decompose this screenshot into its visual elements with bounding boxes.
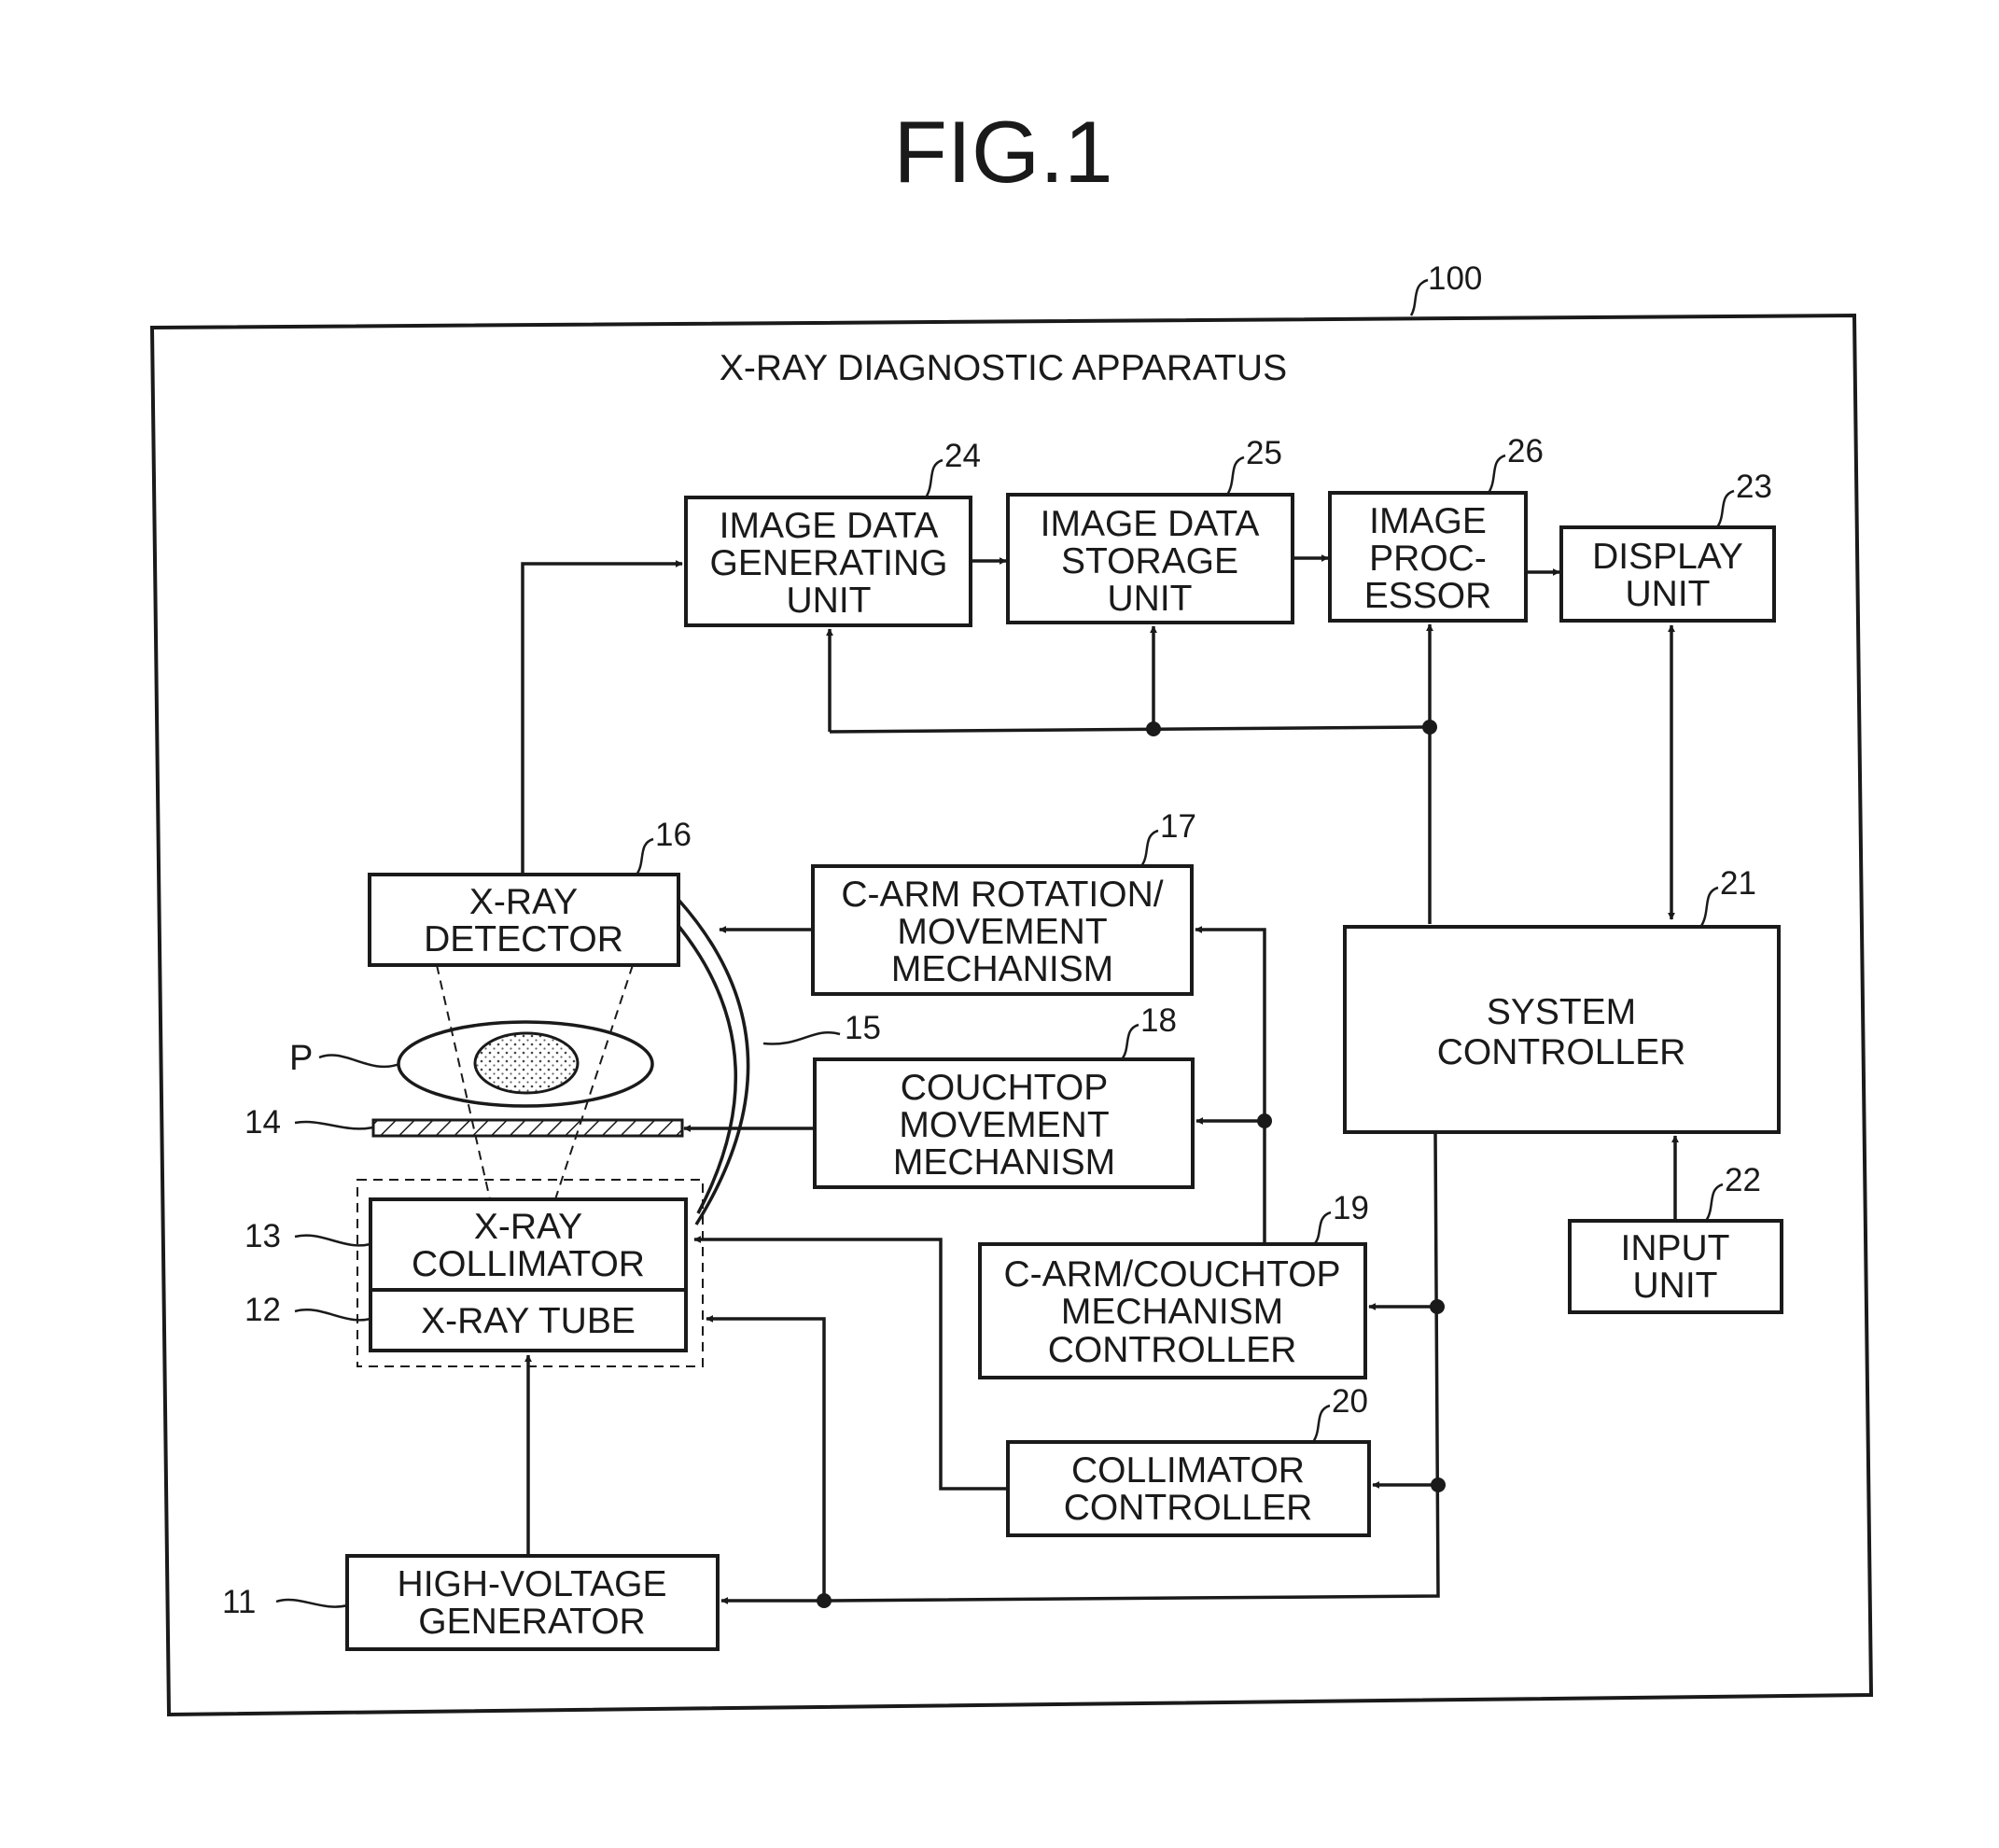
ref-label-16: 16 (655, 817, 692, 853)
patient-label: P (289, 1039, 313, 1078)
collimator-controller-line-2: CONTROLLER (1064, 1488, 1313, 1528)
leader-line-24 (926, 460, 943, 497)
input-unit-line-1: INPUT (1621, 1228, 1730, 1268)
high-voltage-generator-line-2: GENERATOR (418, 1602, 645, 1642)
ref-label-11: 11 (222, 1584, 256, 1620)
ref-label-13: 13 (245, 1218, 281, 1254)
leader-line-14 (295, 1122, 373, 1128)
junction-dot-mechanism-controller (1430, 1299, 1445, 1314)
ref-label-19: 19 (1333, 1190, 1369, 1226)
xray-collimator-line-2: COLLIMATOR (412, 1244, 645, 1284)
xray-detector-line-2: DETECTOR (424, 919, 623, 959)
system-controller-block: SYSTEM CONTROLLER 21 (1345, 865, 1779, 1132)
couchtop (373, 1120, 682, 1136)
leader-line-11 (276, 1600, 347, 1607)
xray-detector-line-1: X-RAY (469, 882, 578, 922)
ref-label-12: 12 (245, 1292, 281, 1328)
leader-line-13 (295, 1236, 370, 1246)
ref-label-apparatus: 100 (1428, 260, 1482, 297)
ref-label-21: 21 (1720, 865, 1756, 902)
apparatus-title: X-RAY DIAGNOSTIC APPARATUS (720, 348, 1287, 388)
image-data-storage-unit-block: IMAGE DATA STORAGE UNIT 25 (1008, 435, 1293, 623)
c-arm-rotation-line-2: MOVEMENT (897, 912, 1107, 952)
collimator-controller-block: COLLIMATOR CONTROLLER 20 (1008, 1383, 1369, 1535)
image-processor-block: IMAGE PROC- ESSOR 26 (1330, 433, 1544, 621)
xray-collimator-line-1: X-RAY (474, 1207, 582, 1247)
c-arm-rotation-line-1: C-ARM ROTATION/ (841, 875, 1163, 915)
c-arm-couchtop-controller-line-3: CONTROLLER (1048, 1330, 1297, 1370)
leader-line-apparatus (1411, 280, 1428, 315)
c-arm-couchtop-controller-line-2: MECHANISM (1061, 1292, 1283, 1332)
control-bus-top (830, 727, 1430, 732)
leader-line-12 (295, 1309, 370, 1320)
image-data-generating-unit-line-2: GENERATING (710, 543, 948, 583)
leader-line-25 (1227, 457, 1244, 495)
ref-label-24: 24 (944, 438, 981, 474)
ref-label-22: 22 (1725, 1162, 1761, 1198)
image-data-storage-unit-line-3: UNIT (1108, 579, 1193, 619)
leader-line-19 (1314, 1212, 1331, 1244)
ref-label-18: 18 (1140, 1002, 1177, 1039)
xray-collimator-block: X-RAY COLLIMATOR 13 (245, 1199, 686, 1290)
leader-line-15 (763, 1032, 840, 1043)
display-unit-line-2: UNIT (1626, 574, 1711, 614)
junction-dot-mechanism (1257, 1113, 1272, 1128)
leader-line-16 (636, 839, 653, 875)
xray-tube-block: X-RAY TUBE 12 (245, 1290, 686, 1351)
leader-line-20 (1313, 1406, 1330, 1442)
image-processor-line-3: ESSOR (1364, 576, 1492, 616)
image-data-storage-unit-line-1: IMAGE DATA (1041, 504, 1260, 544)
couchtop-movement-line-3: MECHANISM (893, 1142, 1115, 1183)
arrow-controller-to-c-arm-rotation (1195, 930, 1265, 1244)
patient-region-of-interest (475, 1033, 578, 1093)
c-arm-couchtop-controller-line-1: C-ARM/COUCHTOP (1003, 1254, 1340, 1295)
image-data-generating-unit-line-3: UNIT (787, 581, 872, 621)
display-unit-block: DISPLAY UNIT 23 (1561, 469, 1774, 621)
xray-detector-block: X-RAY DETECTOR 16 (370, 817, 692, 965)
leader-line-26 (1489, 455, 1505, 493)
ref-label-14: 14 (245, 1104, 281, 1141)
figure-title: FIG.1 (893, 103, 1112, 201)
arrow-collimator-controller-to-collimator (694, 1239, 1008, 1489)
input-unit-line-2: UNIT (1633, 1266, 1718, 1306)
ref-label-23: 23 (1736, 469, 1772, 505)
leader-line-18 (1122, 1025, 1139, 1059)
leader-line-22 (1706, 1184, 1723, 1221)
arrow-bus-to-xray-tube (706, 1319, 824, 1601)
couchtop-movement-line-2: MOVEMENT (899, 1105, 1109, 1145)
ref-label-20: 20 (1332, 1383, 1368, 1420)
image-processor-line-1: IMAGE (1369, 501, 1487, 541)
leader-line-21 (1701, 888, 1718, 926)
ref-label-15: 15 (845, 1010, 881, 1046)
image-data-generating-unit-block: IMAGE DATA GENERATING UNIT 24 (686, 438, 981, 625)
ref-label-26: 26 (1507, 433, 1544, 469)
high-voltage-generator-line-1: HIGH-VOLTAGE (398, 1564, 667, 1604)
system-controller-line-2: CONTROLLER (1437, 1032, 1686, 1072)
c-arm-outer-arc (678, 900, 748, 1225)
image-data-generating-unit-line-1: IMAGE DATA (720, 506, 939, 546)
couchtop-movement-line-1: COUCHTOP (901, 1068, 1108, 1108)
ref-label-17: 17 (1160, 808, 1196, 845)
leader-line-patient (319, 1056, 399, 1067)
c-arm-couchtop-mechanism-controller-block: C-ARM/COUCHTOP MECHANISM CONTROLLER 19 (980, 1190, 1369, 1378)
high-voltage-generator-block: HIGH-VOLTAGE GENERATOR 11 (222, 1556, 718, 1649)
display-unit-line-1: DISPLAY (1592, 537, 1743, 577)
image-processor-line-2: PROC- (1369, 539, 1487, 579)
junction-dot-high-voltage (817, 1593, 832, 1608)
xray-beam-left (437, 965, 490, 1199)
leader-line-17 (1141, 831, 1158, 866)
leader-line-23 (1717, 491, 1734, 527)
c-arm-rotation-mechanism-block: C-ARM ROTATION/ MOVEMENT MECHANISM 17 (813, 808, 1196, 994)
xray-tube-line-1: X-RAY TUBE (421, 1301, 636, 1341)
image-data-storage-unit-line-2: STORAGE (1061, 541, 1238, 581)
ref-label-25: 25 (1246, 435, 1282, 471)
c-arm-rotation-line-3: MECHANISM (891, 949, 1113, 989)
junction-dot-storage (1146, 721, 1161, 736)
system-controller-line-1: SYSTEM (1487, 992, 1636, 1032)
junction-dot-processor (1422, 720, 1437, 735)
collimator-controller-line-1: COLLIMATOR (1071, 1450, 1305, 1491)
junction-dot-collimator-controller (1431, 1477, 1446, 1492)
